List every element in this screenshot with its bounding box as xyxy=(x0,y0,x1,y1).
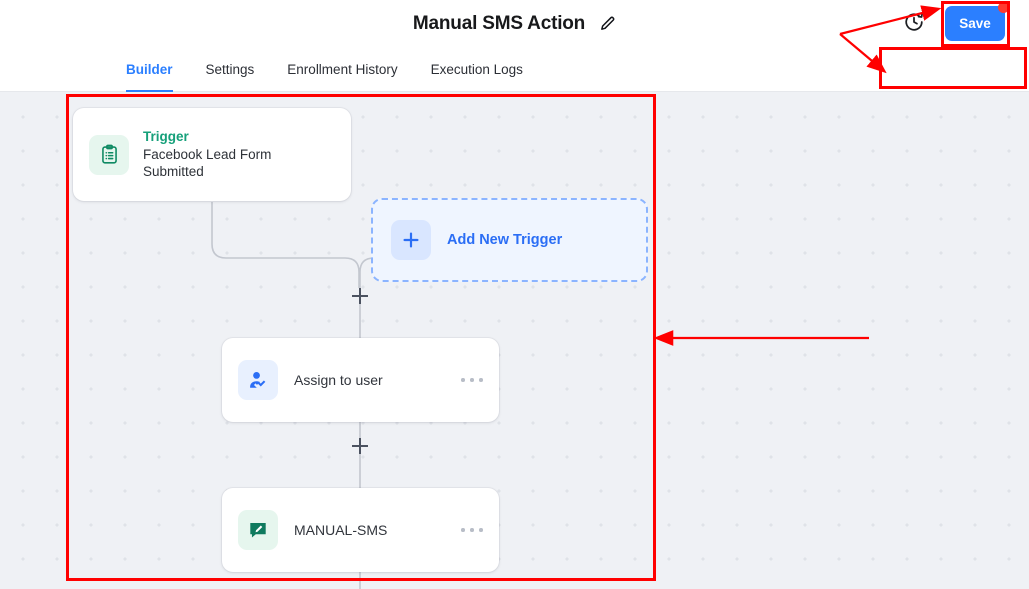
more-options-icon[interactable] xyxy=(461,372,483,388)
trigger-texts: Trigger Facebook Lead Form Submitted xyxy=(143,129,313,180)
unsaved-changes-dot xyxy=(998,2,1009,13)
action-node-manual-sms[interactable]: MANUAL-SMS xyxy=(222,488,499,572)
clipboard-list-icon xyxy=(89,134,129,175)
add-step-junction-1[interactable] xyxy=(352,288,368,304)
page-title: Manual SMS Action xyxy=(412,12,586,34)
add-new-trigger-node[interactable]: Add New Trigger xyxy=(371,198,648,282)
add-new-trigger-label: Add New Trigger xyxy=(447,232,563,248)
action-label: Assign to user xyxy=(294,372,383,388)
add-step-junction-2[interactable] xyxy=(352,438,368,454)
trigger-kicker: Trigger xyxy=(143,129,189,144)
tab-bar: Builder Settings Enrollment History Exec… xyxy=(0,47,1029,131)
tab-builder[interactable]: Builder xyxy=(126,47,173,92)
tab-settings[interactable]: Settings xyxy=(205,62,255,77)
tab-enrollment-history[interactable]: Enrollment History xyxy=(287,62,398,77)
message-edit-icon xyxy=(238,510,278,550)
plus-icon xyxy=(391,220,431,260)
workflow-canvas[interactable]: Trigger Facebook Lead Form Submitted Add… xyxy=(0,92,1029,589)
more-options-icon[interactable] xyxy=(461,522,483,538)
action-node-assign-to-user[interactable]: Assign to user xyxy=(222,338,499,422)
trigger-node[interactable]: Trigger Facebook Lead Form Submitted xyxy=(73,108,351,201)
page-header: Manual SMS Action Save xyxy=(0,0,1029,47)
trigger-name: Facebook Lead Form Submitted xyxy=(143,147,272,179)
action-label: MANUAL-SMS xyxy=(294,522,388,538)
user-check-icon xyxy=(238,360,278,400)
save-button[interactable]: Save xyxy=(945,6,1005,41)
tab-list: Builder Settings Enrollment History Exec… xyxy=(126,47,556,92)
title-container: Manual SMS Action xyxy=(0,0,1029,47)
tab-execution-logs[interactable]: Execution Logs xyxy=(430,62,523,77)
pencil-icon[interactable] xyxy=(599,15,616,32)
history-clock-icon[interactable] xyxy=(903,11,925,33)
